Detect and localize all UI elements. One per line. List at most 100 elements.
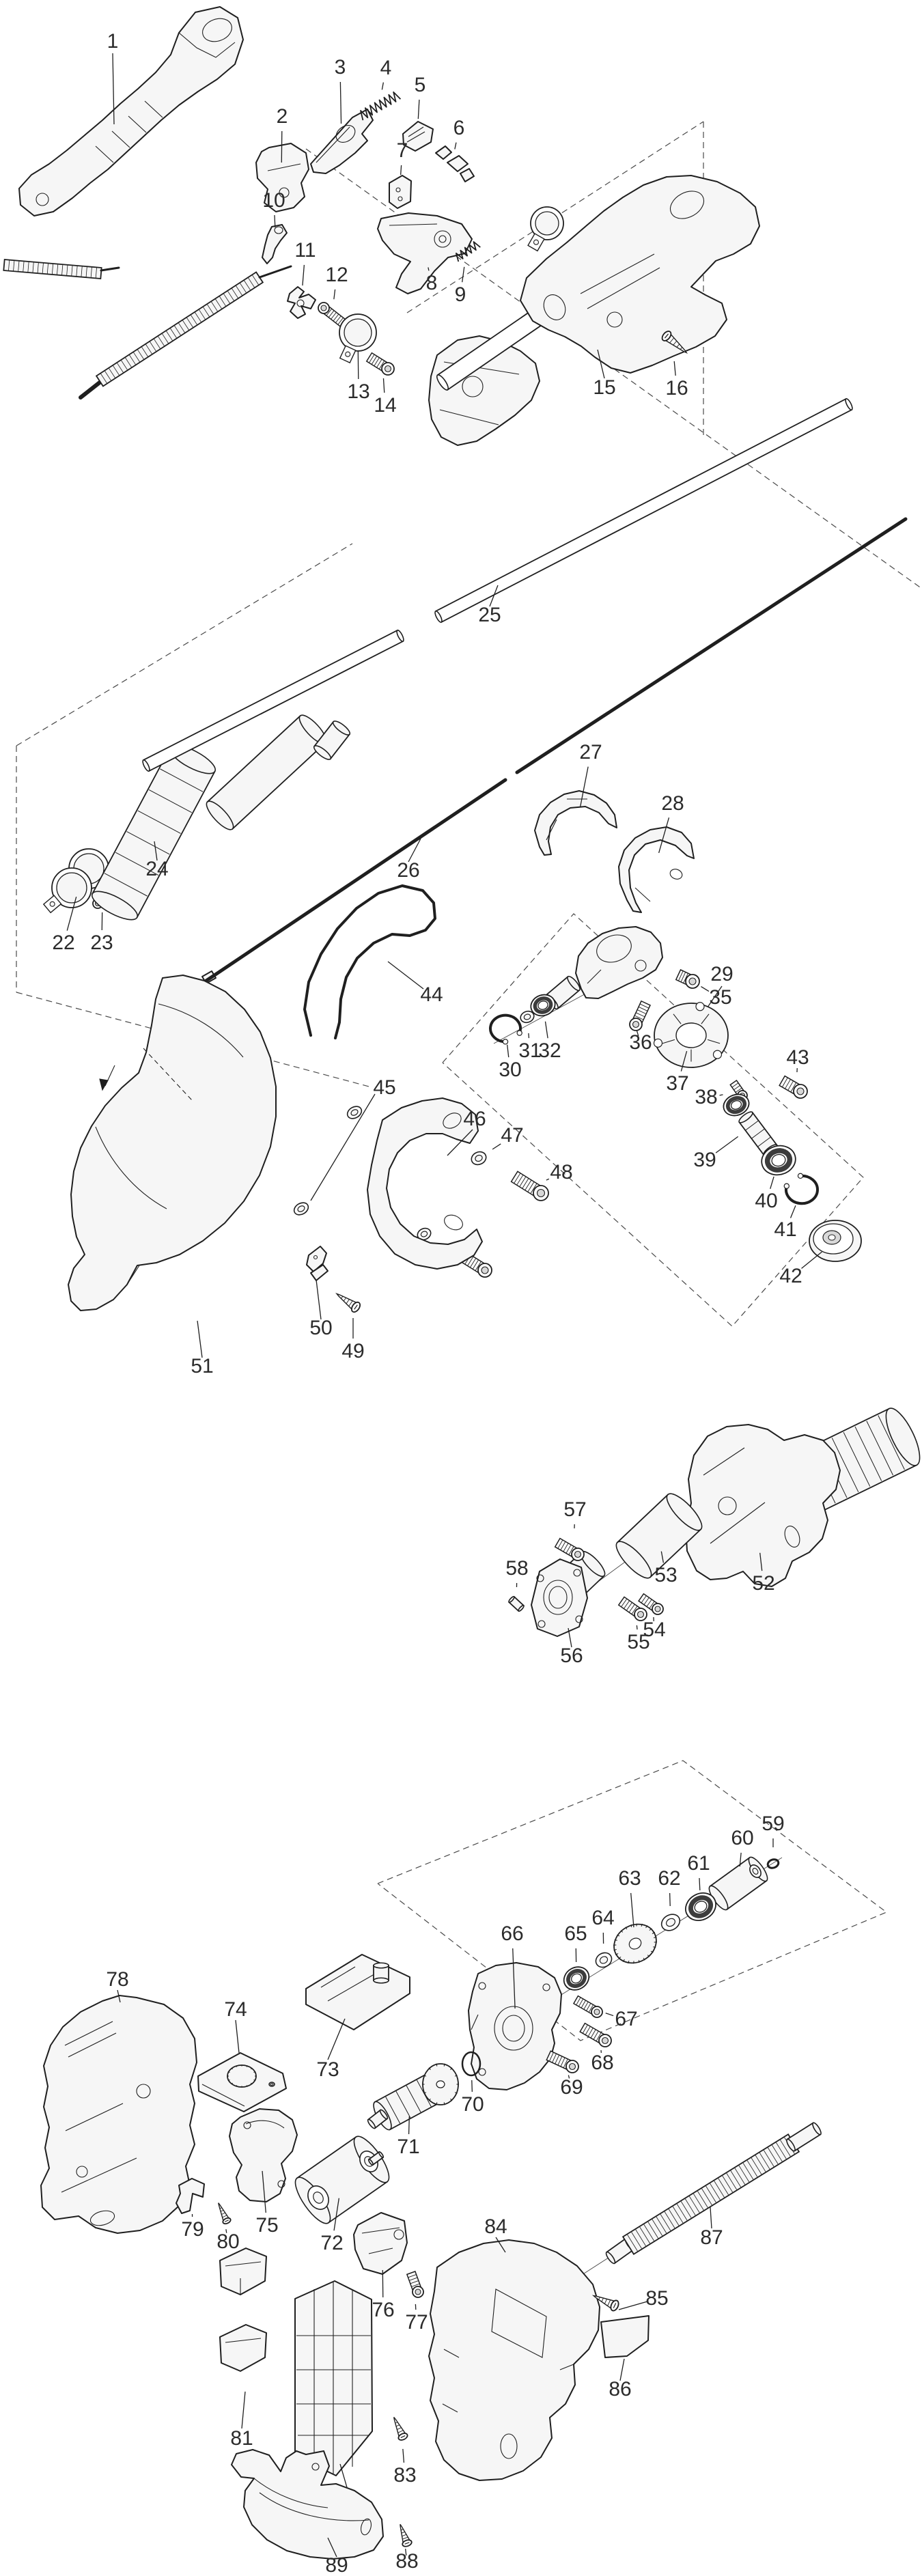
switch-cover <box>255 143 309 212</box>
ball-bearing-626 <box>563 1966 590 1991</box>
outline <box>287 286 316 319</box>
part-label-27: 27 <box>579 741 602 764</box>
tooth <box>615 1952 619 1956</box>
end-eye <box>797 1173 804 1179</box>
leader-line <box>492 1143 501 1150</box>
detail-circle <box>277 2180 285 2188</box>
corner-wedge <box>600 2315 649 2358</box>
socket <box>632 1020 640 1028</box>
part-label-3: 3 <box>335 56 346 79</box>
rib <box>385 2097 401 2124</box>
part-label-6: 6 <box>453 117 465 139</box>
corrugation <box>693 2194 704 2211</box>
thread <box>578 1999 583 2006</box>
detail-line <box>389 223 438 226</box>
housing-left <box>40 1995 197 2234</box>
outline <box>310 1264 329 1281</box>
thread <box>522 1178 529 1188</box>
tooth <box>236 2085 238 2087</box>
leader-line <box>327 2018 346 2060</box>
end-face <box>313 745 332 760</box>
tooth <box>622 1959 625 1962</box>
end-face <box>812 2122 822 2136</box>
housing-screw-c <box>546 2050 579 2073</box>
detail-ellipse <box>274 226 283 234</box>
end-face <box>436 374 449 391</box>
thread <box>576 1998 581 2005</box>
end-eye <box>502 1039 509 1045</box>
thread <box>400 2528 404 2531</box>
thread <box>395 2422 398 2424</box>
detail-ellipse <box>500 2433 518 2459</box>
part-24: 24 <box>92 744 216 921</box>
clamp-bolt <box>365 352 395 376</box>
thread <box>408 2274 417 2278</box>
rib <box>115 852 159 876</box>
rib <box>137 810 181 834</box>
tooth <box>253 2071 256 2073</box>
contact-set <box>435 145 475 182</box>
part-label-39: 39 <box>693 1149 716 1171</box>
coupling-sleeve <box>615 1493 703 1579</box>
thread <box>379 361 385 369</box>
corrugation <box>223 293 230 304</box>
tooth <box>645 1925 648 1929</box>
detail-line <box>368 2248 393 2254</box>
washer <box>346 1106 363 1119</box>
thread <box>590 2030 596 2038</box>
outline <box>531 1558 588 1637</box>
leader-line <box>759 1552 763 1571</box>
part-label-68: 68 <box>591 2052 613 2074</box>
detail-arc <box>253 2478 329 2508</box>
cable-fork <box>287 286 316 319</box>
corrugation <box>85 266 87 277</box>
corrugation <box>697 2191 708 2208</box>
detail-circle <box>36 193 49 206</box>
part-6: 6 <box>435 117 475 182</box>
corrugation <box>776 2142 787 2159</box>
outline <box>68 975 277 1311</box>
thread <box>596 2032 602 2041</box>
outline <box>618 826 695 913</box>
thread <box>516 1175 523 1185</box>
blob <box>219 2324 267 2372</box>
outline <box>176 2178 205 2214</box>
part-38: 38 <box>695 1079 748 1108</box>
part-label-64: 64 <box>591 1907 614 1929</box>
leader-line <box>790 1205 796 1218</box>
sheath <box>95 271 264 387</box>
part-22: 22 <box>42 848 109 954</box>
part-label-86: 86 <box>609 2378 631 2400</box>
thread <box>467 1257 474 1266</box>
thread <box>678 971 684 981</box>
part-label-83: 83 <box>393 2464 416 2487</box>
part-80: 80 <box>216 2202 240 2253</box>
leader-line <box>154 841 158 861</box>
part-74: 74 <box>197 1998 287 2112</box>
bearing <box>723 1093 750 1117</box>
leader-line <box>382 378 385 393</box>
part-label-85: 85 <box>645 2287 668 2310</box>
tooth <box>636 1923 637 1927</box>
corrugation <box>767 2147 779 2164</box>
corrugation <box>236 285 242 296</box>
part-66: 66 <box>468 1922 562 2090</box>
part-label-51: 51 <box>191 1355 213 1377</box>
part-label-7: 7 <box>397 139 408 162</box>
part-72: 72 <box>294 2136 390 2254</box>
socket <box>568 2062 576 2071</box>
part-label-36: 36 <box>629 1031 652 1054</box>
part-label-25: 25 <box>478 604 501 626</box>
tooth <box>613 1944 617 1946</box>
corrugation <box>133 352 140 363</box>
detail-arc <box>259 2492 369 2521</box>
thread <box>634 1015 643 1020</box>
tooth <box>253 2080 256 2081</box>
part-12: 12 <box>318 264 348 328</box>
tooth <box>617 1934 620 1937</box>
corrugation <box>141 346 148 357</box>
outline <box>219 2248 267 2295</box>
detail-line <box>316 126 350 163</box>
detail-circle <box>397 196 403 201</box>
corrugation <box>145 344 152 354</box>
